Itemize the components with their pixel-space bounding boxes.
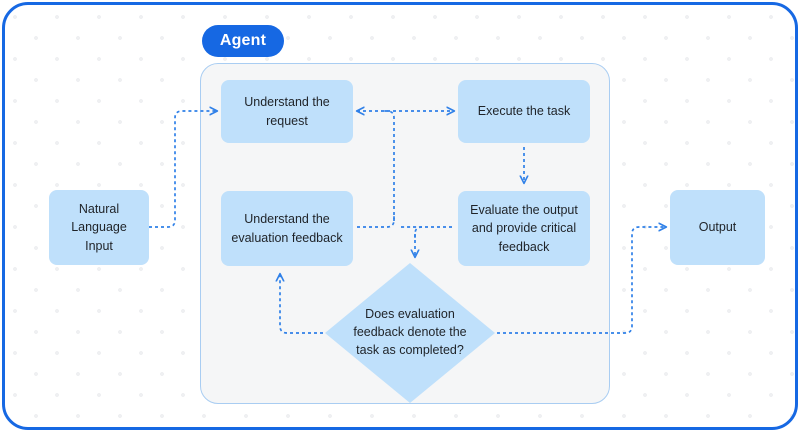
node-decision[interactable]: Does evaluation feedback denote the task… <box>325 263 495 403</box>
node-evaluate-output-label: Evaluate the output and provide critical… <box>470 203 578 254</box>
node-output[interactable]: Output <box>670 190 765 265</box>
node-understand-request-label: Understand the request <box>244 95 330 128</box>
agent-label-pill: Agent <box>202 25 284 57</box>
node-understand-request[interactable]: Understand the request <box>221 80 353 143</box>
node-natural-language-input-label: Natural Language Input <box>71 202 127 253</box>
node-decision-label: Does evaluation feedback denote the task… <box>353 307 467 357</box>
node-evaluate-output[interactable]: Evaluate the output and provide critical… <box>458 191 590 266</box>
agent-label-text: Agent <box>219 32 267 49</box>
node-natural-language-input[interactable]: Natural Language Input <box>49 190 149 265</box>
node-execute-task[interactable]: Execute the task <box>458 80 590 143</box>
node-understand-evaluation-feedback-label: Understand the evaluation feedback <box>231 212 343 245</box>
node-execute-task-label: Execute the task <box>477 104 571 119</box>
node-understand-evaluation-feedback[interactable]: Understand the evaluation feedback <box>221 191 353 266</box>
node-output-label: Output <box>698 220 737 235</box>
